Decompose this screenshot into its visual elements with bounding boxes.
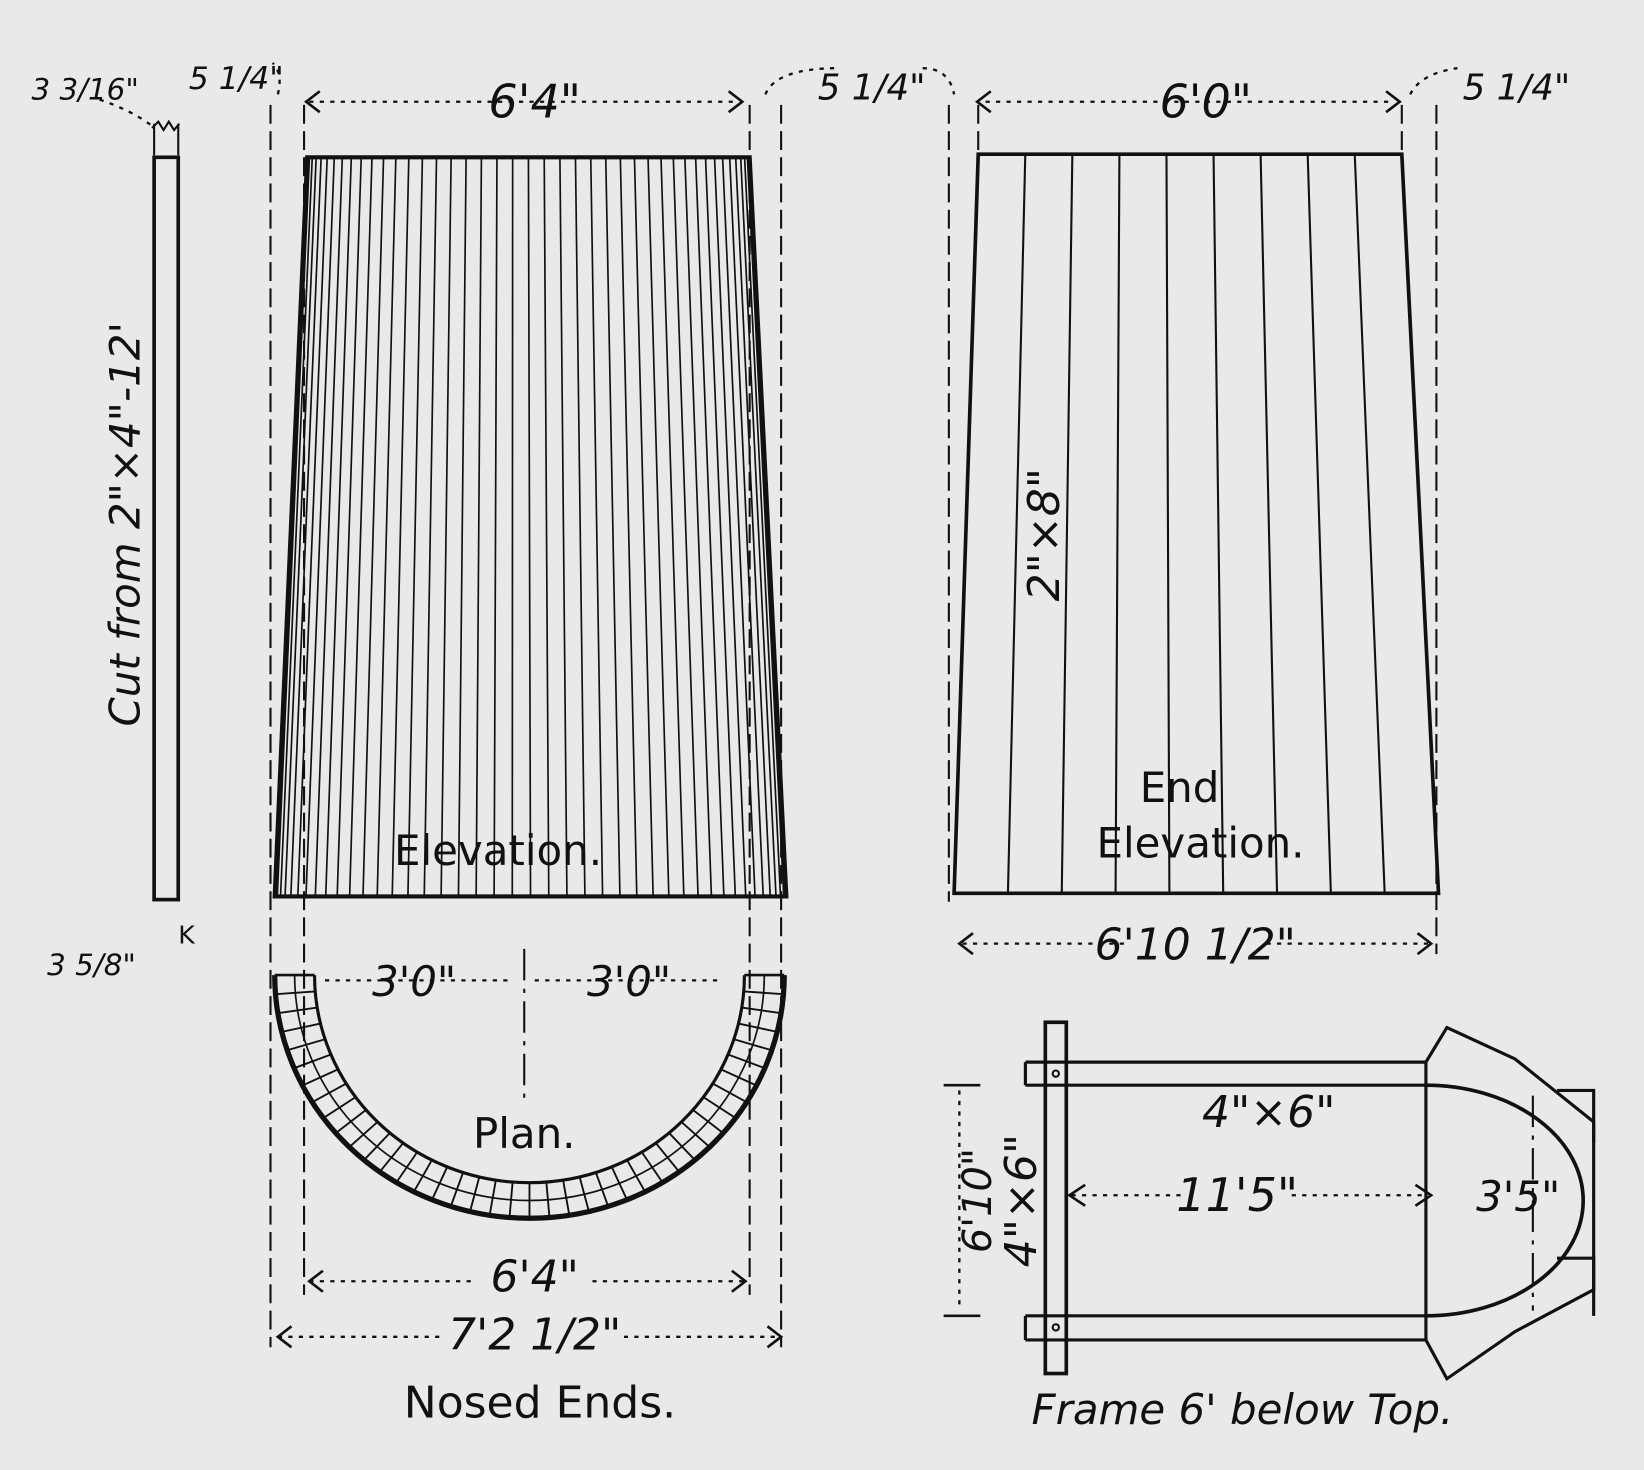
nosed-ends-caption: Nosed Ends. bbox=[404, 1378, 676, 1429]
stave-line bbox=[713, 157, 747, 897]
stave-line bbox=[633, 157, 654, 897]
stave-line bbox=[543, 157, 550, 897]
stave-line bbox=[694, 157, 725, 897]
leader bbox=[99, 98, 153, 127]
stave-line bbox=[748, 157, 787, 897]
stave-line bbox=[734, 157, 772, 897]
end-elevation-top-width: 6'0" bbox=[1159, 74, 1252, 128]
height-ticks bbox=[943, 1083, 981, 1318]
plank-line bbox=[1006, 154, 1027, 894]
board-bottom-mark: K bbox=[178, 921, 196, 950]
plank-line bbox=[1060, 154, 1074, 894]
extension-lines bbox=[269, 104, 1438, 1348]
stave-line bbox=[647, 157, 670, 897]
stave-line bbox=[746, 157, 785, 897]
plan-inner-width: 6'4" bbox=[491, 1252, 579, 1303]
label-bg bbox=[477, 1252, 593, 1295]
frame-nose: 3'5" bbox=[1476, 1172, 1560, 1221]
end-elevation-view bbox=[952, 152, 1441, 896]
plank-line bbox=[1353, 154, 1386, 894]
stave-line bbox=[376, 157, 397, 897]
cut-board bbox=[152, 155, 181, 902]
stave-line bbox=[348, 157, 373, 897]
stave-line bbox=[475, 157, 483, 897]
end-elevation-plank: 2"×8" bbox=[1019, 468, 1070, 601]
stave-line bbox=[391, 157, 410, 897]
stave-line bbox=[739, 157, 777, 897]
stave-line bbox=[423, 157, 438, 897]
stave-line bbox=[619, 157, 638, 897]
elevation-left-offset: 5 1/4" bbox=[189, 61, 284, 97]
board-bottom-dim: 3 5/8" bbox=[47, 948, 136, 982]
stave-line bbox=[559, 157, 568, 897]
stave-line bbox=[407, 157, 424, 897]
stave-line bbox=[274, 157, 309, 897]
elevation-label: Elevation. bbox=[394, 826, 602, 875]
plan-left-radius: 3'0" bbox=[372, 957, 456, 1006]
stave-line bbox=[362, 157, 385, 897]
plank-line bbox=[1306, 154, 1332, 894]
stave-line bbox=[279, 157, 314, 897]
break-mark bbox=[151, 119, 181, 156]
end-elevation-bottom-width: 6'10 1/2" bbox=[1095, 919, 1296, 970]
stave-line bbox=[457, 157, 467, 897]
board-label: Cut from 2"×4"-12' bbox=[100, 322, 149, 726]
stave-line bbox=[721, 157, 756, 897]
frame-caption: Frame 6' below Top. bbox=[1032, 1385, 1454, 1434]
plank-line bbox=[1212, 154, 1225, 894]
frame-rail-label: 4"×6" bbox=[1202, 1087, 1335, 1138]
stave-line bbox=[589, 157, 604, 897]
stave-line bbox=[284, 157, 318, 897]
stave-line bbox=[574, 157, 586, 897]
frame-view bbox=[1023, 1020, 1596, 1382]
frame-length: 11'5" bbox=[1176, 1168, 1298, 1222]
stave-line bbox=[336, 157, 363, 897]
end-elevation-label-2: Elevation. bbox=[1096, 819, 1304, 868]
arrowheads bbox=[304, 90, 1402, 114]
stave-line bbox=[684, 157, 713, 897]
plan-right-radius: 3'0" bbox=[587, 957, 671, 1006]
stave-line bbox=[672, 157, 699, 897]
stave-line bbox=[296, 157, 329, 897]
stave-line bbox=[305, 157, 336, 897]
stave-line bbox=[660, 157, 685, 897]
arrowheads bbox=[275, 1269, 784, 1349]
frame-post-label: 4"×6" bbox=[996, 1134, 1047, 1267]
arrowheads bbox=[957, 932, 1434, 956]
frame-height: 6'10" bbox=[955, 1148, 1001, 1253]
plan-view bbox=[272, 948, 787, 1221]
stave-line bbox=[704, 157, 737, 897]
plank-line bbox=[1165, 154, 1171, 894]
label-bg bbox=[445, 1310, 624, 1353]
stave-line bbox=[527, 157, 532, 897]
end-elevation-right-offset: 5 1/4" bbox=[1463, 68, 1571, 109]
stave-line bbox=[728, 157, 765, 897]
stave-line bbox=[324, 157, 353, 897]
ring-midline bbox=[293, 975, 766, 1202]
leaders bbox=[271, 62, 1458, 95]
plan-label: Plan. bbox=[473, 1109, 576, 1158]
stave-line bbox=[604, 157, 621, 897]
plank-line bbox=[1114, 154, 1121, 894]
elevation-right-offset: 5 1/4" bbox=[818, 68, 926, 109]
plan-outer-width: 7'2 1/2" bbox=[448, 1309, 621, 1360]
arrowheads bbox=[1067, 1183, 1434, 1207]
end-elevation-label-1: End bbox=[1140, 763, 1220, 812]
plank-line bbox=[1259, 154, 1279, 894]
stave-line bbox=[314, 157, 344, 897]
elevation-width: 6'4" bbox=[488, 74, 581, 128]
elevation-view bbox=[272, 155, 789, 899]
label-bg bbox=[1127, 922, 1264, 965]
stave-line bbox=[743, 157, 782, 897]
stave-line bbox=[493, 157, 498, 897]
label-bg bbox=[1184, 1169, 1290, 1214]
stave-line bbox=[276, 157, 311, 897]
stave-line bbox=[289, 157, 322, 897]
board-top-dim: 3 3/16" bbox=[31, 73, 138, 107]
stave-line bbox=[440, 157, 452, 897]
